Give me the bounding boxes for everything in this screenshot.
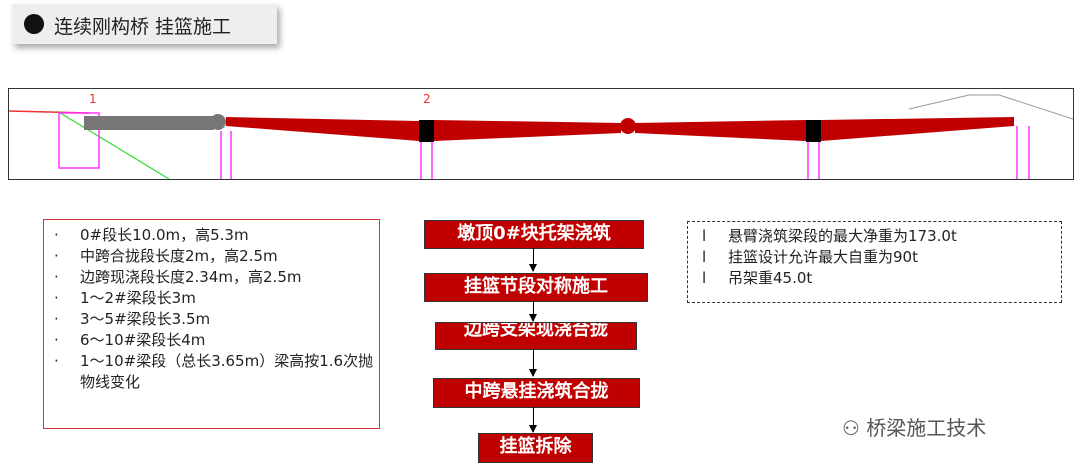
flow-arrow xyxy=(529,349,537,377)
flow-arrow xyxy=(529,248,537,272)
spec-item: 6～10#梁段长4m xyxy=(52,330,379,351)
section-header: 连续刚构桥 挂篮施工 xyxy=(12,4,277,44)
flow-step-3: 边跨支架现浇合拢 xyxy=(435,322,637,350)
note-item: 挂篮设计允许最大自重为90t xyxy=(698,247,1061,268)
bridge-elevation-drawing: 1 2 xyxy=(8,88,1074,180)
flow-step-5: 挂篮拆除 xyxy=(478,433,593,463)
bullet-dot-icon xyxy=(24,14,44,34)
watermark: ⚇ 桥梁施工技术 xyxy=(842,416,987,440)
spec-item: 中跨合拢段长度2m，高2.5m xyxy=(52,246,379,267)
flow-step-1: 墩顶0#块托架浇筑 xyxy=(424,220,644,249)
flow-step-4: 中跨悬挂浇筑合拢 xyxy=(433,378,640,408)
specs-list: 0#段长10.0m，高5.3m 中跨合拢段长度2m，高2.5m 边跨现浇段长度2… xyxy=(43,219,380,429)
page-title: 连续刚构桥 挂篮施工 xyxy=(54,16,232,38)
flow-arrow xyxy=(529,301,537,322)
pier-label: 1 xyxy=(89,92,97,106)
pier-label: 2 xyxy=(423,92,431,106)
spec-item: 边跨现浇段长度2.34m，高2.5m xyxy=(52,267,379,288)
flow-step-2: 挂篮节段对称施工 xyxy=(424,273,648,302)
spec-item: 1～2#梁段长3m xyxy=(52,288,379,309)
spec-item: 3～5#梁段长3.5m xyxy=(52,309,379,330)
wechat-icon: ⚇ xyxy=(842,416,867,440)
notes-list: 悬臂浇筑梁段的最大净重为173.0t 挂篮设计允许最大自重为90t 吊架重45.… xyxy=(687,221,1062,303)
note-item: 吊架重45.0t xyxy=(698,268,1061,289)
spec-item: 0#段长10.0m，高5.3m xyxy=(52,225,379,246)
spec-item: 1～10#梁段（总长3.65m）梁高按1.6次抛物线变化 xyxy=(52,351,379,393)
flow-arrow xyxy=(529,407,537,433)
note-item: 悬臂浇筑梁段的最大净重为173.0t xyxy=(698,226,1061,247)
